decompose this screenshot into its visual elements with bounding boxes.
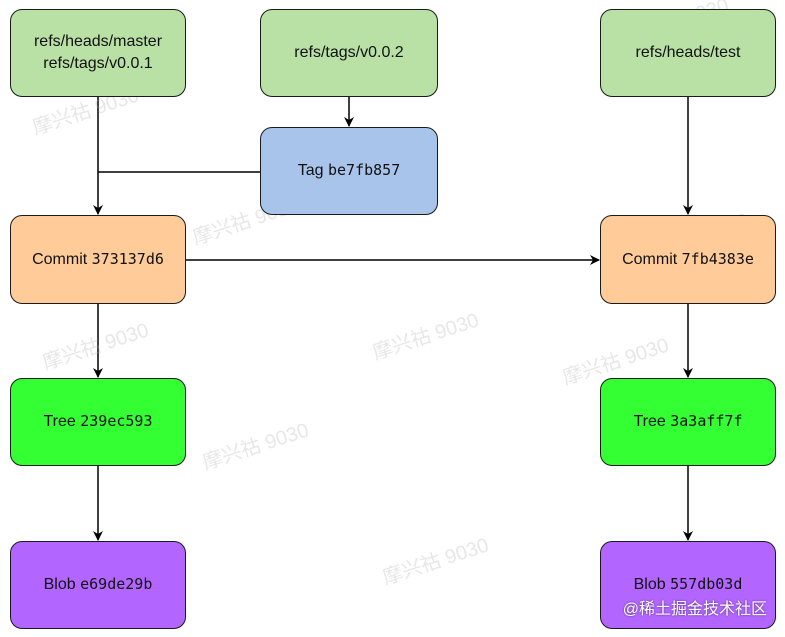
ref-node-test[interactable]: refs/heads/test bbox=[600, 9, 776, 97]
ref-label-test: refs/heads/test bbox=[635, 44, 741, 62]
blob-kind: Blob bbox=[633, 576, 666, 594]
ref-label-tag-v001: refs/tags/v0.0.1 bbox=[43, 55, 153, 72]
commit-kind: Commit bbox=[32, 250, 88, 268]
tree-hash: 239ec593 bbox=[80, 412, 153, 431]
tree-hash: 3a3aff7f bbox=[670, 412, 743, 431]
tree-node-right[interactable]: Tree 3a3aff7f bbox=[600, 378, 776, 466]
tree-kind: Tree bbox=[633, 413, 666, 431]
blob-node-right[interactable]: Blob 557db03d bbox=[600, 541, 776, 629]
blob-hash: 557db03d bbox=[670, 575, 743, 594]
ref-label-tag-v002: refs/tags/v0.0.2 bbox=[294, 44, 404, 62]
commit-node-left[interactable]: Commit 373137d6 bbox=[10, 215, 186, 304]
commit-kind: Commit bbox=[622, 250, 678, 268]
tag-kind: Tag bbox=[297, 162, 324, 180]
tree-node-left[interactable]: Tree 239ec593 bbox=[10, 378, 186, 466]
commit-hash: 7fb4383e bbox=[681, 249, 754, 268]
commit-hash: 373137d6 bbox=[91, 249, 164, 268]
ref-node-v002[interactable]: refs/tags/v0.0.2 bbox=[260, 9, 438, 97]
ref-label-master: refs/heads/master bbox=[33, 33, 163, 51]
tag-node[interactable]: Tag be7fb857 bbox=[260, 127, 438, 215]
tag-hash: be7fb857 bbox=[328, 161, 401, 180]
blob-hash: e69de29b bbox=[80, 575, 153, 594]
commit-node-right[interactable]: Commit 7fb4383e bbox=[600, 215, 776, 304]
source-credit: @稀土掘金技术社区 bbox=[622, 601, 767, 618]
blob-node-left[interactable]: Blob e69de29b bbox=[10, 541, 186, 629]
blob-kind: Blob bbox=[43, 576, 76, 594]
ref-node-master[interactable]: refs/heads/master refs/tags/v0.0.1 bbox=[10, 9, 186, 97]
tree-kind: Tree bbox=[43, 413, 76, 431]
